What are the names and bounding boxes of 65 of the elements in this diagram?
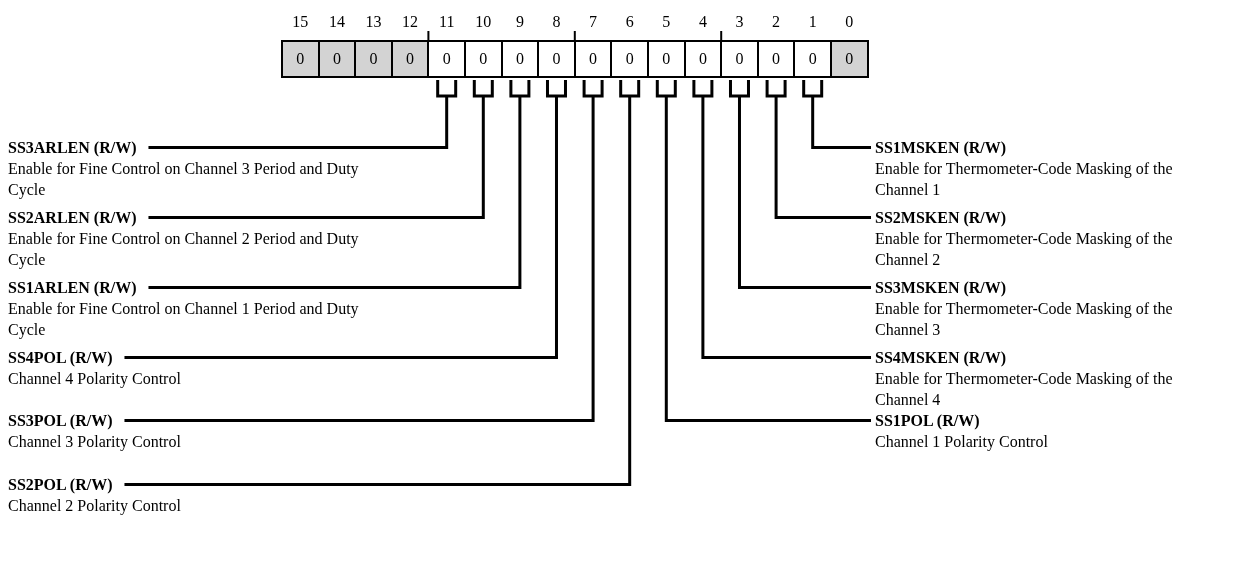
bit-number: 6 — [624, 12, 635, 32]
bit-number: 2 — [771, 12, 782, 32]
field-name: SS1POL (R/W) — [875, 411, 980, 431]
bit-number: 3 — [734, 12, 745, 32]
field-name: SS3POL (R/W) — [8, 411, 113, 431]
bit-number: 5 — [661, 12, 672, 32]
field-description: Enable for Thermometer-Code Masking of the Channel 4 — [875, 369, 1174, 410]
field-description: Enable for Fine Control on Channel 2 Period and Duty Cycle — [8, 229, 360, 270]
field-name: SS3MSKEN (R/W) — [875, 278, 1007, 298]
field-description: Enable for Thermometer-Code Masking of the Channel 3 — [875, 299, 1174, 340]
field-description: Enable for Fine Control on Channel 1 Period and Duty Cycle — [8, 299, 360, 340]
leader-line — [692, 78, 873, 359]
field-name: SS3ARLEN (R/W) — [8, 138, 137, 158]
register-bit-cell: 0 — [830, 40, 869, 78]
register-bit-cell: 0 — [281, 40, 320, 78]
field-description: Channel 1 Polarity Control — [875, 432, 1049, 452]
field-description: Enable for Thermometer-Code Masking of the Channel 2 — [875, 229, 1174, 270]
leader-line — [122, 78, 567, 359]
leader-line — [146, 78, 531, 289]
register-bit-cell: 0 — [464, 40, 503, 78]
field-name: SS1ARLEN (R/W) — [8, 278, 137, 298]
register-bit-cell: 0 — [317, 40, 357, 78]
field-name: SS2POL (R/W) — [8, 475, 113, 495]
register-bit-cell: 0 — [573, 40, 613, 78]
register-bit-cell: 0 — [537, 40, 576, 78]
bit-number: 4 — [697, 12, 708, 32]
bit-number: 15 — [291, 12, 310, 32]
bit-number: 13 — [364, 12, 383, 32]
register-bit-cell: 0 — [793, 40, 832, 78]
field-name: SS4POL (R/W) — [8, 348, 113, 368]
register-bit-cell: 0 — [427, 40, 466, 78]
leader-line — [729, 78, 873, 289]
leader-line — [146, 78, 458, 149]
bit-number: 14 — [327, 12, 346, 32]
bit-number: 0 — [844, 12, 855, 32]
register-bit-cell: 0 — [720, 40, 759, 78]
register-bit-cell: 0 — [354, 40, 393, 78]
leader-line — [655, 78, 873, 422]
leader-line — [122, 78, 641, 486]
bit-number: 12 — [401, 12, 420, 32]
field-description: Enable for Thermometer-Code Masking of the Channel 1 — [875, 159, 1174, 200]
leader-line — [122, 78, 604, 422]
register-bit-cell: 0 — [756, 40, 796, 78]
bit-number: 9 — [514, 12, 525, 32]
field-name: SS2MSKEN (R/W) — [875, 208, 1007, 228]
register-bit-cell: 0 — [683, 40, 723, 78]
field-name: SS2ARLEN (R/W) — [8, 208, 137, 228]
field-name: SS1MSKEN (R/W) — [875, 138, 1007, 158]
field-description: Channel 4 Polarity Control — [8, 369, 182, 389]
leader-line — [146, 78, 494, 219]
bit-number: 11 — [438, 12, 456, 32]
register-bit-cell: 0 — [390, 40, 430, 78]
register-bit-cell: 0 — [647, 40, 686, 78]
bit-number: 1 — [807, 12, 818, 32]
bit-number: 7 — [588, 12, 599, 32]
field-name: SS4MSKEN (R/W) — [875, 348, 1007, 368]
bit-number: 10 — [474, 12, 493, 32]
field-description: Channel 3 Polarity Control — [8, 432, 182, 452]
leader-line — [765, 78, 873, 219]
register-bit-cell: 0 — [610, 40, 649, 78]
bit-number: 8 — [551, 12, 562, 32]
register-bit-cell: 0 — [500, 40, 540, 78]
field-description: Channel 2 Polarity Control — [8, 496, 182, 516]
field-description: Enable for Fine Control on Channel 3 Period and Duty Cycle — [8, 159, 360, 200]
leader-line — [802, 78, 873, 149]
